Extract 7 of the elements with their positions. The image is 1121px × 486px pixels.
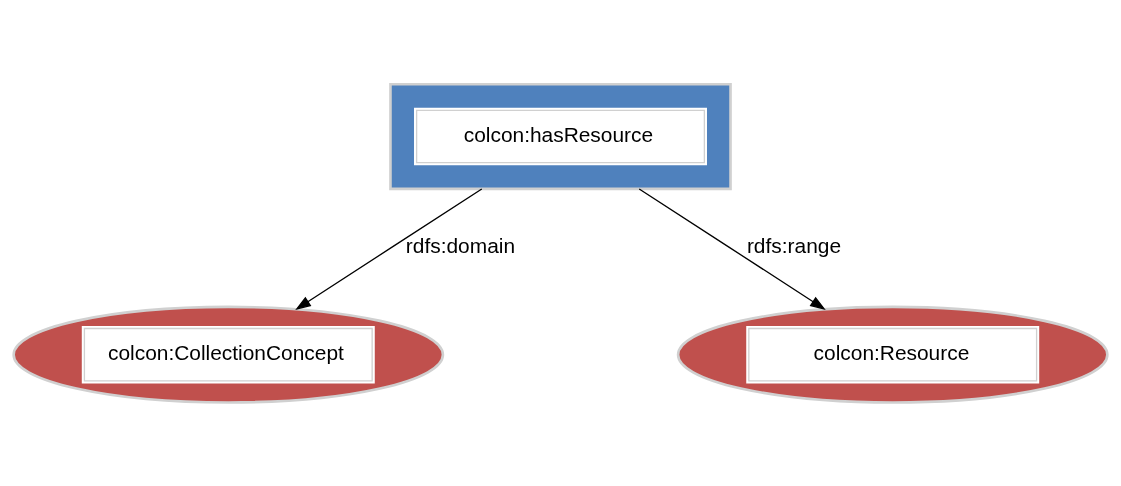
arrow	[295, 187, 483, 310]
node-ellipse: colcon:Resource	[676, 305, 1109, 404]
edge-label: rdfs:range	[746, 233, 842, 257]
node-box: colcon:hasResource	[389, 82, 732, 190]
node-ellipse: colcon:CollectionConcept	[12, 305, 445, 404]
arrow	[638, 187, 826, 310]
edge-label: rdfs:domain	[405, 233, 516, 257]
